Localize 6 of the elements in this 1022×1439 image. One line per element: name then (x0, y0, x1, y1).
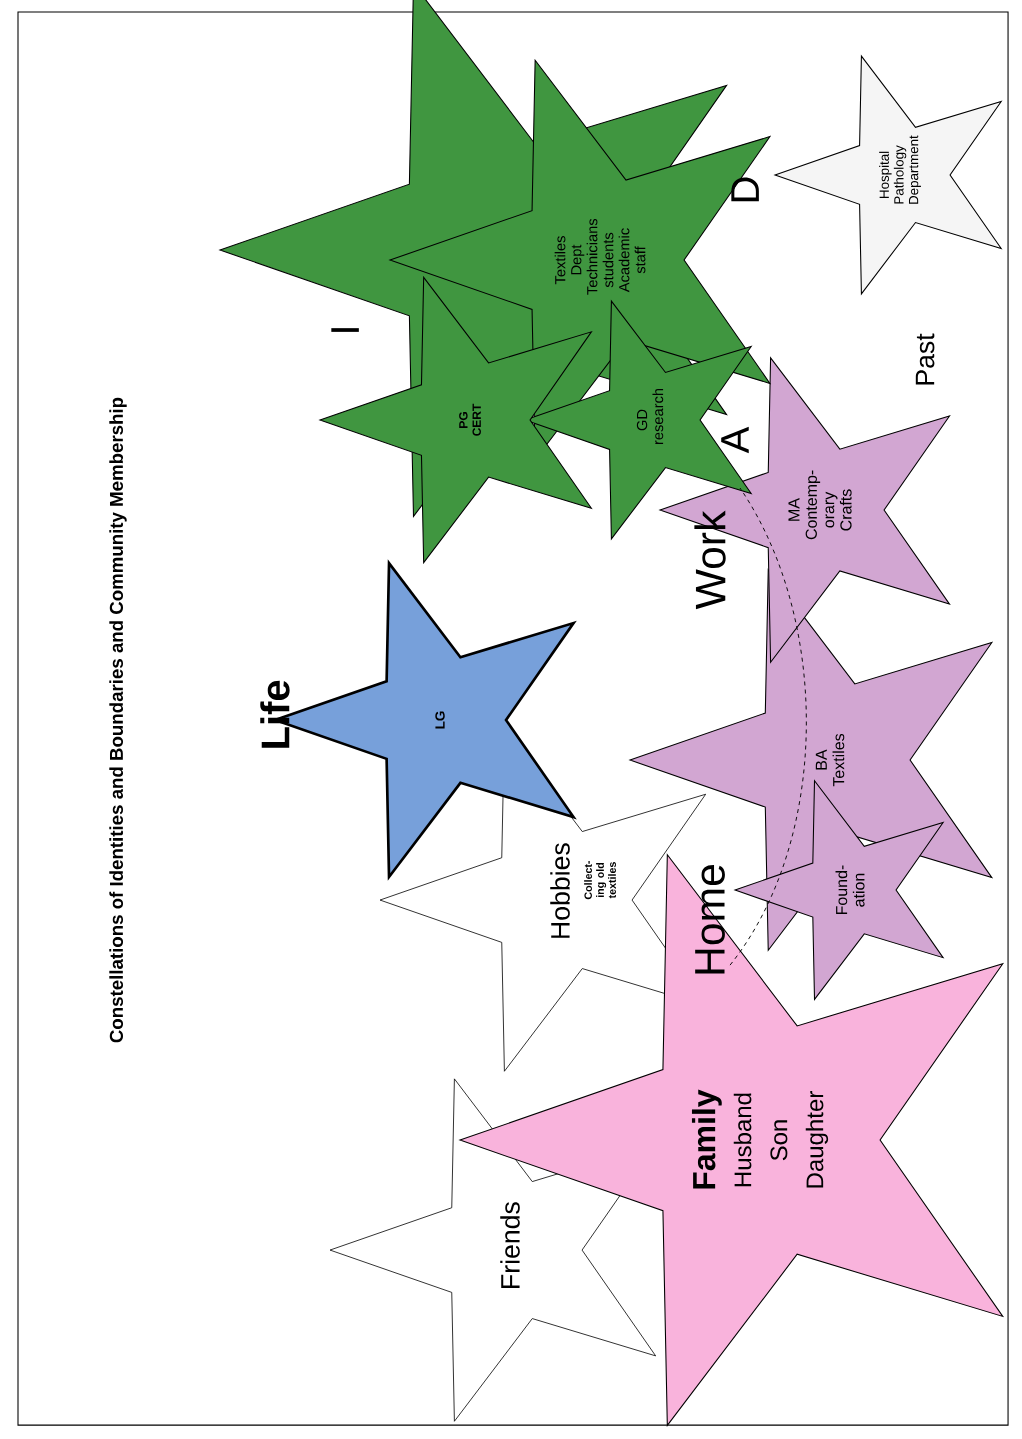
star-label: I (331, 328, 359, 332)
star-label: Collect- ing old textiles (584, 860, 616, 900)
star-label: Life (260, 680, 290, 748)
star-label: A (721, 426, 749, 454)
title: Constellations of Identities and Boundaries and Community Membership (109, 397, 127, 1043)
star-label: D (731, 177, 759, 202)
